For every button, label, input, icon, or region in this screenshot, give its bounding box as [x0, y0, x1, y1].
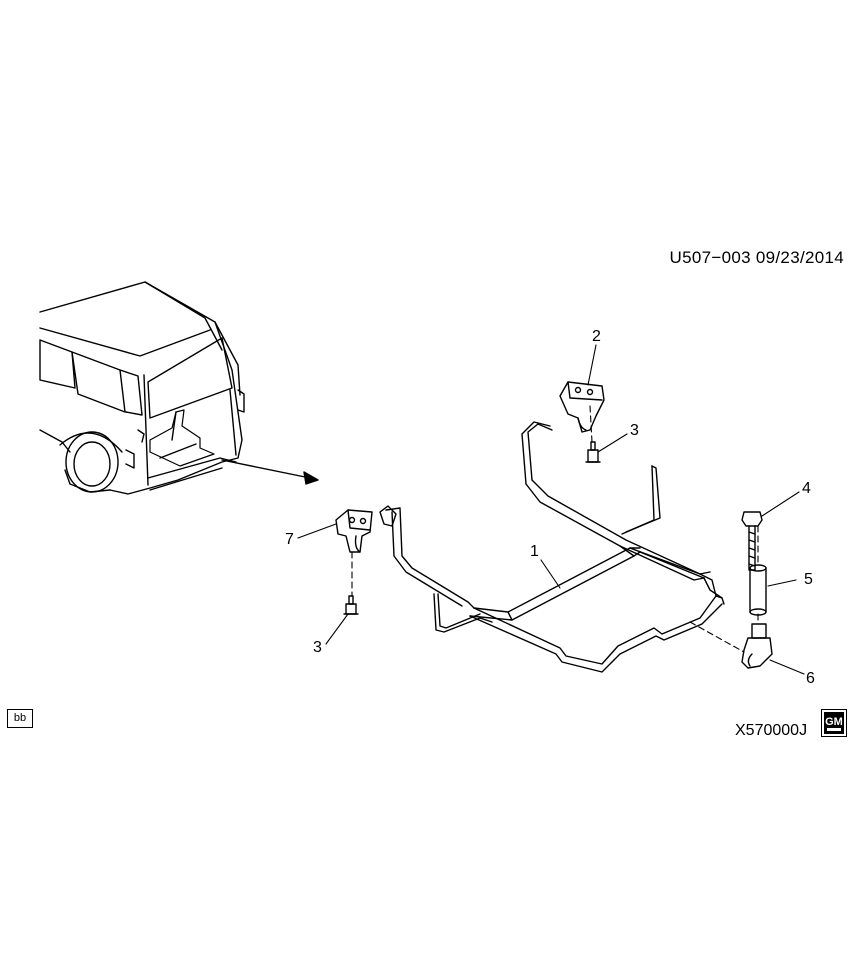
gm-logo-icon: GM	[821, 709, 847, 737]
diagram-code-date: U507−003 09/23/2014	[669, 248, 844, 267]
leader-lines	[297, 344, 805, 675]
callout-3-lower: 3	[313, 639, 322, 656]
callout-6: 6	[806, 670, 815, 687]
callout-2: 2	[592, 328, 601, 345]
carrier-frame	[385, 421, 725, 673]
bolt-3-lower	[343, 595, 359, 615]
callout-3-upper: 3	[630, 422, 639, 439]
bolt-3-upper	[585, 441, 601, 463]
alignment-lines	[351, 405, 759, 653]
callout-1: 1	[530, 543, 539, 560]
bracket-2	[559, 381, 605, 433]
vehicle-illustration	[39, 281, 245, 495]
clamp-6	[741, 623, 773, 669]
bracket-7	[335, 505, 397, 553]
callout-7: 7	[285, 531, 294, 548]
spacer-5	[749, 564, 767, 616]
callout-5: 5	[804, 571, 813, 588]
figure-id: X570000J	[735, 722, 808, 739]
bb-tag: bb	[7, 709, 33, 728]
callout-4: 4	[802, 480, 811, 497]
bolt-4	[741, 511, 763, 571]
gm-logo-text: GM	[825, 716, 843, 728]
view-arrow	[221, 459, 311, 479]
